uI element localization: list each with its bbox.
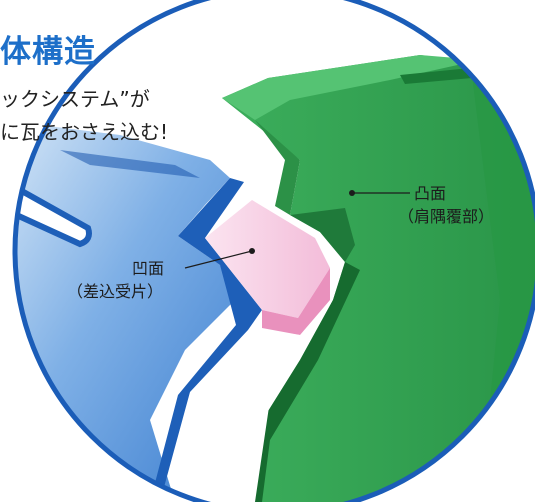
- convex-marker-dot: [349, 190, 355, 196]
- green-tile-top-bevel: [222, 55, 480, 120]
- diagram-title: 体構造: [0, 34, 96, 70]
- convex-sublabel: （肩隅覆部）: [398, 207, 495, 226]
- concave-sublabel: （差込受片）: [67, 282, 164, 301]
- concave-leader-line: [184, 250, 253, 269]
- green-tile-body: [222, 55, 535, 502]
- concave-label: 凹面: [132, 259, 165, 278]
- magnifier-rim: [12, 0, 535, 502]
- convex-label: 凸面: [414, 184, 447, 203]
- blue-tile-edge: [150, 178, 262, 502]
- green-tile-lower-edge: [245, 262, 360, 502]
- subtitle-line-1: ックシステム”が: [0, 87, 150, 111]
- blue-tile-groove: [15, 185, 92, 248]
- concave-face: [205, 200, 330, 318]
- green-tile-shoulder: [290, 208, 355, 262]
- subtitle-line-2: に瓦をおさえ込む!: [0, 120, 169, 144]
- concave-marker-dot: [249, 248, 255, 254]
- tile-gap: [232, 330, 300, 502]
